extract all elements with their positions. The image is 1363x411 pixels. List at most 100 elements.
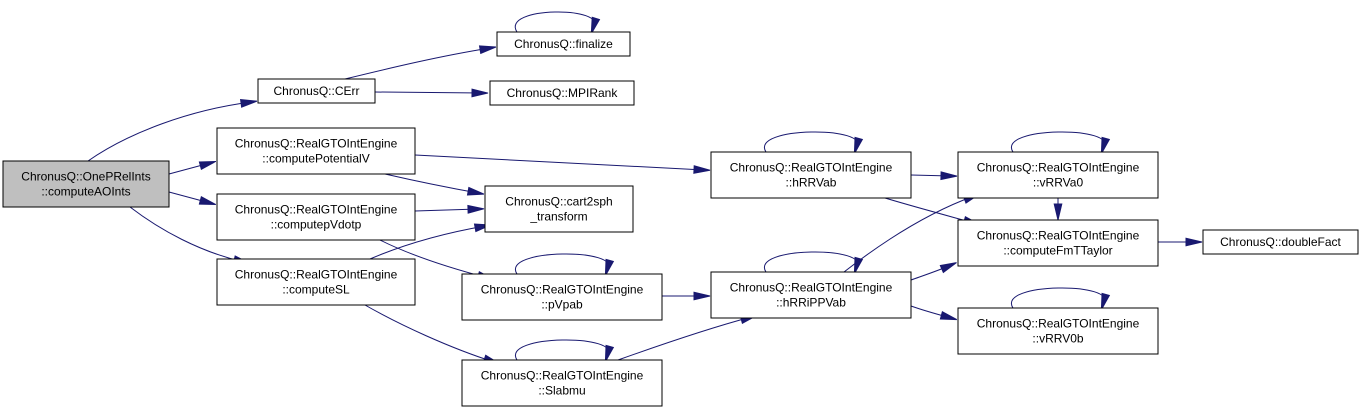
edge-Slabmu-to-Slabmu bbox=[514, 339, 615, 363]
node-label: ::computeAOInts bbox=[41, 185, 130, 199]
arrowhead bbox=[939, 262, 957, 274]
arrowhead bbox=[939, 310, 958, 321]
arrowhead bbox=[853, 256, 864, 275]
node-label: ::hRRVab bbox=[786, 176, 837, 190]
arrowhead bbox=[471, 88, 489, 98]
edge-cerr-to-finalize bbox=[344, 45, 497, 80]
node-box bbox=[710, 271, 912, 319]
node-box bbox=[484, 185, 634, 233]
node-cerr[interactable]: ChronusQ::CErr bbox=[257, 78, 376, 104]
edge-vRRV0b-to-vRRV0b bbox=[1010, 287, 1111, 311]
node-label: ChronusQ::cart2sph bbox=[505, 195, 612, 209]
node-label: ChronusQ::CErr bbox=[273, 84, 359, 98]
edge-hRRiPPVab-to-hRRiPPVab bbox=[763, 251, 864, 275]
node-finalize[interactable]: ChronusQ::finalize bbox=[496, 31, 631, 57]
arrowhead bbox=[853, 136, 864, 155]
node-label: ChronusQ::RealGTOIntEngine bbox=[977, 161, 1140, 175]
call-nodes: ChronusQ::OnePRelInts::computeAOIntsChro… bbox=[2, 31, 1359, 407]
node-label: ::computepVdotp bbox=[271, 218, 362, 232]
node-box bbox=[216, 127, 416, 175]
node-box bbox=[461, 359, 663, 407]
arrowhead bbox=[478, 45, 497, 55]
node-computeSL[interactable]: ChronusQ::RealGTOIntEngine::computeSL bbox=[216, 258, 416, 306]
node-label: ::pVpab bbox=[541, 298, 583, 312]
node-label: ChronusQ::RealGTOIntEngine bbox=[977, 317, 1140, 331]
node-label: ChronusQ::MPIRank bbox=[507, 86, 619, 100]
node-hRRiPPVab[interactable]: ChronusQ::RealGTOIntEngine::hRRiPPVab bbox=[710, 271, 912, 319]
node-label: ::Slabmu bbox=[538, 384, 585, 398]
node-box bbox=[957, 151, 1159, 199]
node-box bbox=[257, 78, 376, 104]
edge-hRRVab-to-vRRVa0 bbox=[910, 171, 958, 181]
node-computePotentialV[interactable]: ChronusQ::RealGTOIntEngine::computePoten… bbox=[216, 127, 416, 175]
edge-root-to-cerr bbox=[87, 99, 258, 162]
node-pVpab[interactable]: ChronusQ::RealGTOIntEngine::pVpab bbox=[461, 273, 663, 321]
edge-pVpab-to-pVpab bbox=[514, 253, 615, 277]
node-label: ChronusQ::OnePRelInts bbox=[21, 170, 150, 184]
node-label: ChronusQ::RealGTOIntEngine bbox=[481, 283, 644, 297]
edge-computeFmTTaylor-to-doubleFact bbox=[1158, 237, 1203, 247]
node-label: ::vRRVa0 bbox=[1033, 176, 1084, 190]
node-label: ChronusQ::finalize bbox=[514, 37, 613, 51]
arrowhead bbox=[1185, 237, 1203, 247]
arrowhead bbox=[467, 204, 485, 214]
edge-root-to-computePotentialV bbox=[168, 160, 217, 175]
arrowhead bbox=[940, 171, 958, 181]
edge-computePotentialV-to-hRRVab bbox=[414, 154, 711, 174]
node-box bbox=[2, 160, 170, 208]
node-box bbox=[489, 80, 635, 106]
node-label: ::computePotentialV bbox=[262, 152, 369, 166]
node-label: _transform bbox=[529, 210, 587, 224]
node-box bbox=[1202, 229, 1359, 255]
node-Slabmu[interactable]: ChronusQ::RealGTOIntEngine::Slabmu bbox=[461, 359, 663, 407]
arrowhead bbox=[239, 99, 258, 108]
node-computeFmTTaylor[interactable]: ChronusQ::RealGTOIntEngine::computeFmTTa… bbox=[957, 219, 1159, 267]
node-label: ChronusQ::RealGTOIntEngine bbox=[235, 203, 398, 217]
edge-Slabmu-to-hRRiPPVab bbox=[617, 314, 758, 361]
node-box bbox=[461, 273, 663, 321]
arrowhead bbox=[604, 258, 615, 277]
node-cart2sph[interactable]: ChronusQ::cart2sph_transform bbox=[484, 185, 634, 233]
edge-cerr-to-mpirank bbox=[374, 88, 489, 98]
node-label: ChronusQ::RealGTOIntEngine bbox=[977, 229, 1140, 243]
node-box bbox=[957, 219, 1159, 267]
arrowhead bbox=[693, 291, 711, 301]
node-box bbox=[710, 151, 912, 199]
arrowhead bbox=[693, 165, 711, 174]
node-root[interactable]: ChronusQ::OnePRelInts::computeAOInts bbox=[2, 160, 170, 208]
node-box bbox=[216, 193, 416, 241]
node-box bbox=[496, 31, 631, 57]
arrowhead bbox=[590, 16, 601, 34]
node-vRRVa0[interactable]: ChronusQ::RealGTOIntEngine::vRRVa0 bbox=[957, 151, 1159, 199]
node-label: ::computeFmTTaylor bbox=[1003, 244, 1112, 258]
node-vRRV0b[interactable]: ChronusQ::RealGTOIntEngine::vRRV0b bbox=[957, 307, 1159, 355]
node-label: ChronusQ::doubleFact bbox=[1220, 235, 1341, 249]
arrowhead bbox=[1100, 292, 1111, 311]
node-label: ChronusQ::RealGTOIntEngine bbox=[235, 137, 398, 151]
node-label: ChronusQ::RealGTOIntEngine bbox=[730, 161, 893, 175]
node-computepVdotp[interactable]: ChronusQ::RealGTOIntEngine::computepVdot… bbox=[216, 193, 416, 241]
edge-hRRiPPVab-to-vRRV0b bbox=[910, 305, 958, 321]
node-mpirank[interactable]: ChronusQ::MPIRank bbox=[489, 80, 635, 106]
edge-vRRVa0-to-computeFmTTaylor bbox=[1053, 198, 1063, 221]
edge-pVpab-to-hRRiPPVab bbox=[662, 291, 711, 301]
edge-computePotentialV-to-cart2sph bbox=[384, 173, 485, 196]
edge-root-to-computepVdotp bbox=[168, 191, 217, 206]
arrowhead bbox=[466, 186, 485, 196]
node-doubleFact[interactable]: ChronusQ::doubleFact bbox=[1202, 229, 1359, 255]
node-hRRVab[interactable]: ChronusQ::RealGTOIntEngine::hRRVab bbox=[710, 151, 912, 199]
arrowhead bbox=[1100, 136, 1111, 155]
node-label: ChronusQ::RealGTOIntEngine bbox=[481, 369, 644, 383]
node-label: ::vRRV0b bbox=[1032, 332, 1083, 346]
edge-finalize-to-finalize bbox=[514, 11, 601, 34]
arrowhead bbox=[198, 195, 217, 206]
edge-hRRiPPVab-to-computeFmTTaylor bbox=[910, 262, 957, 281]
arrowhead bbox=[604, 344, 615, 363]
edge-computepVdotp-to-cart2sph bbox=[414, 204, 485, 214]
node-label: ChronusQ::RealGTOIntEngine bbox=[235, 268, 398, 282]
node-label: ::computeSL bbox=[282, 283, 350, 297]
edge-vRRVa0-to-vRRVa0 bbox=[1010, 131, 1111, 155]
edge-hRRVab-to-hRRVab bbox=[763, 131, 864, 155]
arrowhead bbox=[198, 160, 217, 171]
